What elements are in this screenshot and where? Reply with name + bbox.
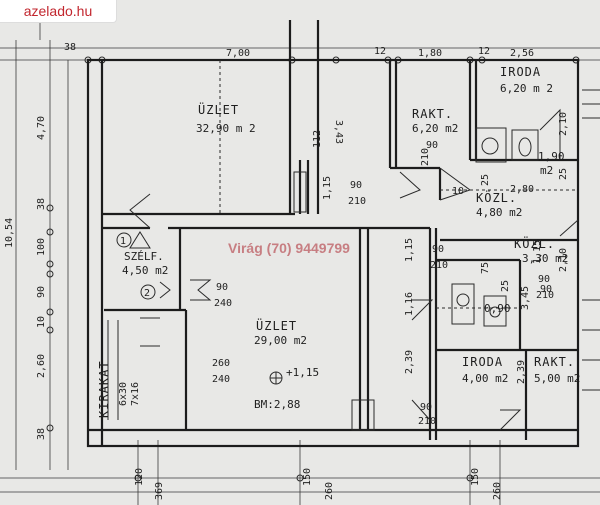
dim-int-16: 90 (216, 282, 228, 293)
dim-int-30: 210 (536, 290, 554, 301)
room-area-szelf: 4,50 m2 (122, 264, 168, 277)
dim-int-2: 1,15 (322, 176, 333, 200)
dim-top-2: 12 (374, 46, 386, 57)
dim-int-15: 2,39 (404, 350, 415, 374)
dim-int-6: 210 (420, 148, 431, 166)
dim-int-14: 1,16 (404, 292, 415, 316)
dim-int-17: 240 (214, 298, 232, 309)
dim-left-2: 38 (36, 198, 47, 210)
dim-bottom-0: 120 (134, 468, 145, 486)
dim-bottom-5: 260 (492, 482, 503, 500)
room-name-szelf: SZÉLF. (124, 250, 164, 263)
level-marker-icon (269, 371, 283, 385)
dim-int-9: 25 (480, 174, 491, 186)
dim-left-3: 100 (36, 238, 47, 256)
room-area-kozl-top: 4,80 m2 (476, 206, 522, 219)
room-name-iroda-bottom: IRODA (462, 355, 503, 369)
marker-1: 1 (116, 232, 132, 248)
dim-left-0: 4,70 (36, 116, 47, 140)
room-area-wc-top: 1,90 (538, 150, 565, 163)
marker-2-label: 2 (144, 288, 150, 299)
dim-bottom-4: 150 (470, 468, 481, 486)
dim-int-3: 90 (350, 180, 362, 191)
dim-top-4: 12 (478, 46, 490, 57)
room-area-iroda-top: 6,20 m 2 (500, 82, 553, 95)
dim-int-10: 25 (558, 168, 569, 180)
dim-int-19: 240 (212, 374, 230, 385)
room-area-wc-bottom: 0,90 (484, 302, 511, 315)
dim-int-25: 2,10 (558, 112, 569, 136)
dim-bottom-3: 260 (324, 482, 335, 500)
room-name-raktar-top: RAKT. (412, 107, 453, 121)
level-mark-text: +1,15 (286, 366, 319, 379)
room-side-wc-bottom: 3,45 (520, 286, 531, 310)
dim-left-4: 90 (36, 286, 47, 298)
kirakat-dim-1: 6x30 (118, 382, 129, 406)
dim-bottom-1: 369 (154, 482, 165, 500)
marker-2: 2 (140, 284, 156, 300)
dim-int-18: 260 (212, 358, 230, 369)
dim-int-12: 90 (432, 244, 444, 255)
room-area-iroda-bottom: 4,00 m2 (462, 372, 508, 385)
dim-int-27: 2,10 (558, 248, 569, 272)
room-name-uzlet-bottom: ÜZLET (256, 317, 297, 333)
dim-int-28: 1,15 (532, 240, 543, 264)
dim-top-3: 1,80 (418, 48, 442, 59)
dim-int-22: 2,39 (516, 360, 527, 384)
walls (86, 20, 580, 448)
room-area-uzlet-top: 32,90 m 2 (196, 122, 256, 135)
room-area-raktar-bottom: 5,00 m2 (534, 372, 580, 385)
dim-int-1: 112 (312, 130, 323, 148)
dim-left-5: 10 (36, 316, 47, 328)
room-name-kozl-top: KÖZL. (476, 189, 517, 205)
dim-left-1: 10,54 (4, 218, 15, 248)
dim-int-11: 1,15 (404, 238, 415, 262)
kirakat-label: KIRAKAT (97, 360, 111, 418)
dim-int-13: 210 (430, 260, 448, 271)
room-name-uzlet-top: ÜZLET (198, 101, 239, 117)
dim-left-7: 38 (36, 428, 47, 440)
dim-int-20: 90 (420, 402, 432, 413)
dim-top-1: 7,00 (226, 48, 250, 59)
dim-int-24: 90 (540, 284, 552, 295)
dim-left-6: 2,60 (36, 354, 47, 378)
dim-int-8: 2,80 (510, 184, 534, 195)
site-watermark: azelado.hu (0, 0, 117, 23)
doors-and-fixtures (107, 60, 600, 431)
room-area-kozl-right: 3,30 m2 (522, 252, 568, 265)
dim-int-29: 90 (538, 274, 550, 285)
dim-int-26: 25 (500, 280, 511, 292)
dim-int-7: 10 (452, 186, 464, 197)
room-name-kozl-right: KÖZL. (514, 235, 555, 251)
room-unit-wc-top: m2 (540, 164, 553, 177)
dim-int-0: 3,43 (333, 120, 344, 144)
dim-int-23: 75 (480, 262, 491, 274)
room-area-raktar-top: 6,20 m2 (412, 122, 458, 135)
bm-text: BM:2,88 (254, 398, 300, 411)
marker-1-label: 1 (120, 236, 126, 247)
dim-top-5: 2,56 (510, 48, 534, 59)
dim-top-0: 38 (64, 42, 76, 53)
dim-int-5: 90 (426, 140, 438, 151)
phone-overlay: Virág (70) 9449799 (228, 240, 350, 256)
room-name-raktar-bottom: RAKT. (534, 355, 575, 369)
room-area-uzlet-bottom: 29,00 m2 (254, 334, 307, 347)
dim-bottom-2: 150 (302, 468, 313, 486)
dim-int-21: 210 (418, 416, 436, 427)
kirakat-dim-2: 7x16 (130, 382, 141, 406)
room-name-iroda-top: IRODA (500, 65, 541, 79)
dim-int-4: 210 (348, 196, 366, 207)
